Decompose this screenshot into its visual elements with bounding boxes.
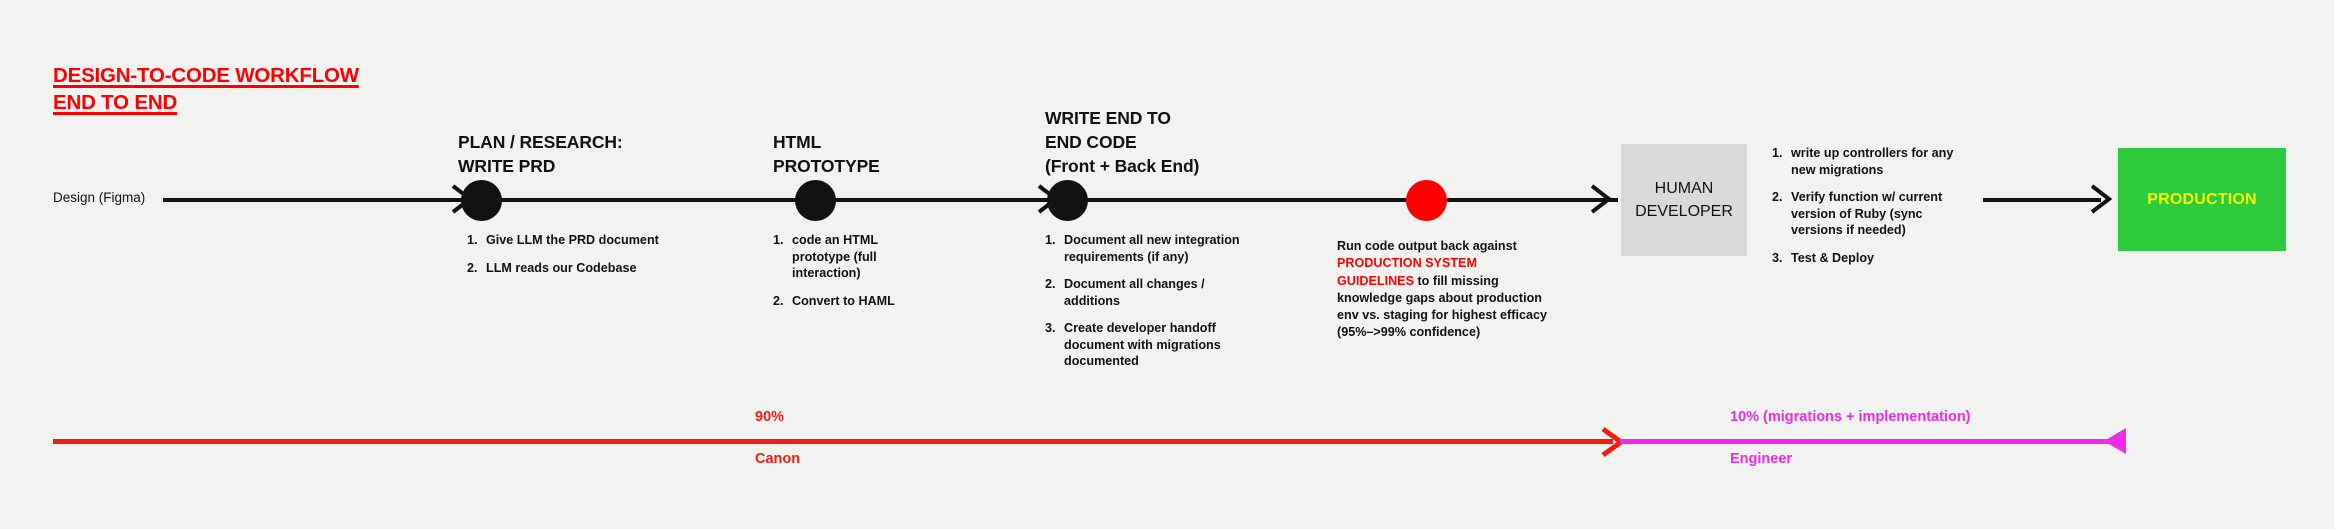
list-item: 2. Document all changes / additions	[1045, 276, 1250, 309]
ratio-percent-engineer: 10% (migrations + implementation)	[1730, 409, 1971, 425]
ratio-bar-canon	[53, 439, 1613, 444]
human-developer-line-2: DEVELOPER	[1635, 203, 1733, 220]
arrowhead-engineer-end	[2104, 428, 2126, 454]
step-text: Document all changes / additions	[1064, 277, 1205, 308]
production-label: PRODUCTION	[2147, 190, 2257, 208]
stage-heading-line-2: END CODE	[1045, 132, 1137, 152]
ratio-bar-engineer	[1620, 439, 2112, 444]
human-developer-line-1: HUMAN	[1654, 180, 1714, 197]
stage-heading-line-1: WRITE END TO	[1045, 108, 1171, 128]
stage-heading-line-1: HTML	[773, 132, 822, 152]
step-text: Convert to HAML	[792, 293, 895, 308]
stage-heading-line-1: PLAN / RESEARCH:	[458, 132, 623, 152]
list-item: 1. write up controllers for any new migr…	[1772, 145, 1977, 178]
list-item: 2. LLM reads our Codebase	[467, 260, 707, 277]
list-item: 2. Convert to HAML	[773, 293, 918, 310]
page-title: DESIGN-TO-CODE WORKFLOW END TO END	[53, 62, 473, 116]
human-developer-box[interactable]: HUMAN DEVELOPER	[1621, 144, 1747, 256]
ratio-owner-engineer: Engineer	[1730, 451, 1793, 467]
step-number: 1.	[773, 233, 784, 247]
step-list-write-end-to-end-code: 1. Document all new integration requirem…	[1045, 232, 1250, 381]
title-line-2: END TO END	[53, 91, 178, 114]
step-number: 1.	[1045, 233, 1056, 247]
step-number: 3.	[1772, 250, 1783, 265]
step-list-human-developer: 1. write up controllers for any new migr…	[1772, 145, 1977, 277]
stage-heading-html-prototype: HTML PROTOTYPE	[773, 130, 880, 178]
list-item: 1. code an HTML prototype (full interact…	[773, 232, 918, 282]
stage-heading-line-2: WRITE PRD	[458, 156, 556, 176]
list-item: 3. Create developer handoff document wit…	[1045, 320, 1250, 370]
step-text: code an HTML prototype (full interaction…	[792, 233, 878, 280]
step-text: Create developer handoff document with m…	[1064, 321, 1221, 368]
production-box[interactable]: PRODUCTION	[2118, 148, 2286, 251]
stage-heading-line-2: PROTOTYPE	[773, 156, 880, 176]
stage-node-html-prototype[interactable]	[795, 180, 836, 221]
production-audit-note: Run code output back against PRODUCTION …	[1337, 238, 1547, 342]
main-timeline-line	[163, 198, 1618, 202]
audit-highlight: PRODUCTION SYSTEM GUIDELINES	[1337, 256, 1477, 288]
ratio-owner-canon: Canon	[755, 451, 801, 467]
stage-node-plan-research[interactable]	[461, 180, 502, 221]
list-item: 1. Give LLM the PRD document	[467, 232, 707, 249]
step-text: Document all new integration requirement…	[1064, 233, 1240, 264]
step-text: Test & Deploy	[1791, 250, 1875, 265]
step-number: 1.	[467, 233, 478, 247]
source-label: Design (Figma)	[53, 190, 146, 205]
step-text: Give LLM the PRD document	[486, 233, 659, 247]
list-item: 1. Document all new integration requirem…	[1045, 232, 1250, 265]
step-number: 3.	[1045, 321, 1056, 335]
list-item: 3. Test & Deploy	[1772, 250, 1977, 267]
title-line-1: DESIGN-TO-CODE WORKFLOW	[53, 64, 359, 87]
stage-node-write-end-to-end-code[interactable]	[1047, 180, 1088, 221]
connector-human-to-production	[1983, 198, 2101, 202]
step-text: Verify function w/ current version of Ru…	[1791, 190, 1943, 237]
step-number: 2.	[467, 260, 478, 275]
stage-heading-plan-research: PLAN / RESEARCH: WRITE PRD	[458, 130, 623, 178]
step-number: 1.	[1772, 146, 1783, 160]
audit-text-before: Run code output back against	[1337, 239, 1517, 253]
step-number: 2.	[1045, 277, 1056, 291]
step-text: write up controllers for any new migrati…	[1791, 146, 1954, 177]
step-list-html-prototype: 1. code an HTML prototype (full interact…	[773, 232, 918, 320]
stage-heading-line-3: (Front + Back End)	[1045, 156, 1200, 176]
human-developer-label: HUMAN DEVELOPER	[1635, 177, 1733, 223]
stage-heading-write-end-to-end-code: WRITE END TO END CODE (Front + Back End)	[1045, 106, 1199, 178]
audit-text-after: to fill missing knowledge gaps about pro…	[1337, 273, 1547, 340]
step-text: LLM reads our Codebase	[486, 260, 637, 275]
step-number: 2.	[1772, 190, 1783, 204]
stage-node-production-audit[interactable]	[1406, 180, 1447, 221]
ratio-percent-canon: 90%	[755, 409, 785, 425]
list-item: 2. Verify function w/ current version of…	[1772, 189, 1977, 239]
step-list-plan-research: 1. Give LLM the PRD document 2. LLM read…	[467, 232, 707, 287]
step-number: 2.	[773, 293, 784, 308]
